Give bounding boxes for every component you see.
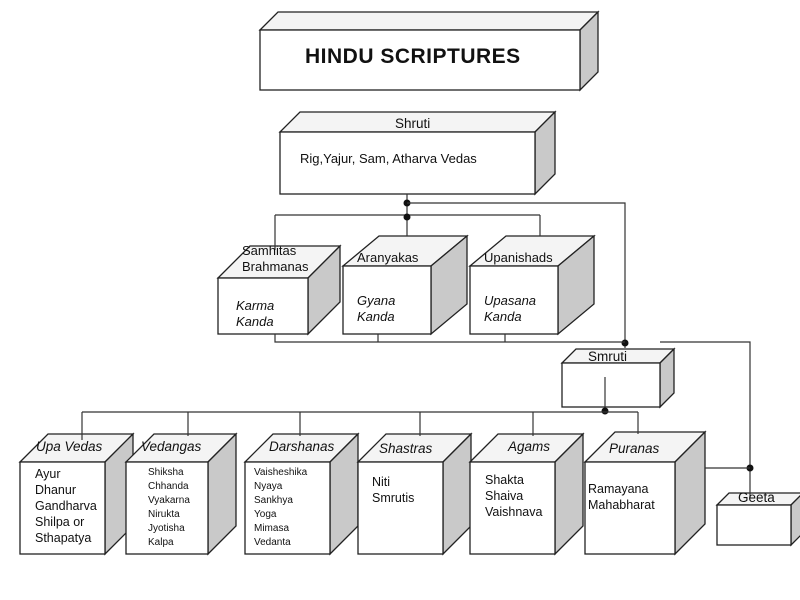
shruti-box-front <box>279 131 536 195</box>
title-box <box>258 10 600 92</box>
list-item: Ramayana <box>588 482 649 496</box>
list-item: Vaishnava <box>485 505 543 519</box>
smruti-box-front <box>561 362 661 408</box>
samhitas-box <box>216 244 342 336</box>
title-label: HINDU SCRIPTURES <box>305 45 521 68</box>
agams-label: Agams <box>508 439 551 454</box>
puranas-label: Puranas <box>609 441 660 456</box>
list-item: Shakta <box>485 473 524 487</box>
list-item: Ayur <box>35 467 61 481</box>
list-item: Mimasa <box>254 523 290 534</box>
agams-box <box>468 432 585 556</box>
list-item: Vaisheshika <box>254 467 308 478</box>
list-item: Vyakarna <box>148 495 190 506</box>
upanishads-box <box>468 234 596 336</box>
shruti-box <box>278 110 557 196</box>
shruti-subtitle: Rig,Yajur, Sam, Atharva Vedas <box>300 151 477 166</box>
shastras-box-front <box>357 461 444 555</box>
agams-box-front <box>469 461 556 555</box>
puranas-box <box>583 430 707 556</box>
list-item: Chhanda <box>148 481 189 492</box>
shruti-label: Shruti <box>395 116 431 131</box>
list-item: Nirukta <box>148 509 180 520</box>
title-box-front <box>259 29 581 91</box>
geeta-label: Geeta <box>738 490 775 505</box>
list-item: Niti <box>372 475 391 489</box>
title-box-top <box>258 11 600 31</box>
list-item: Jyotisha <box>148 523 185 534</box>
list-item: Shaiva <box>485 489 524 503</box>
list-item: Gandharva <box>35 499 97 513</box>
upa-vedas-label: Upa Vedas <box>36 439 103 454</box>
shastras-label: Shastras <box>379 441 433 456</box>
puranas-box-front <box>584 461 676 555</box>
list-item: Shiksha <box>148 467 184 478</box>
list-item: Yoga <box>254 509 277 520</box>
vedangas-label: Vedangas <box>141 439 202 454</box>
list-item: Kalpa <box>148 537 174 548</box>
upa-vedas-box <box>18 432 135 556</box>
vedangas-box-front <box>125 461 209 555</box>
upa-vedas-box-front <box>19 461 106 555</box>
vedangas-box <box>124 432 238 556</box>
shastras-box <box>356 432 473 556</box>
aranyakas-box <box>341 234 469 336</box>
darshanas-box <box>243 432 360 556</box>
list-item: Vedanta <box>254 537 291 548</box>
upanishads-label: Upanishads <box>484 250 553 265</box>
smruti-children-dot <box>601 407 609 415</box>
list-item: Sankhya <box>254 495 293 506</box>
shruti-to-smruti <box>407 202 626 348</box>
geeta-box-front <box>716 504 792 546</box>
smruti-junction-dot <box>621 339 629 347</box>
smruti-label: Smruti <box>588 349 628 364</box>
list-item: Mahabharat <box>588 498 655 512</box>
smruti-box <box>560 347 676 409</box>
boxes-layer <box>18 10 800 556</box>
list-item: Shilpa or <box>35 515 85 529</box>
darshanas-box-front <box>244 461 331 555</box>
samhitas-box-front <box>217 277 309 335</box>
smruti-to-geeta <box>660 341 751 498</box>
aranyakas-box-front <box>342 265 432 335</box>
list-item: Sthapatya <box>35 531 92 545</box>
list-item: Dhanur <box>35 483 76 497</box>
darshanas-label: Darshanas <box>269 439 335 454</box>
shruti-junction-dot-2 <box>403 213 411 221</box>
upanishads-box-front <box>469 265 559 335</box>
connectors-layer <box>81 194 754 498</box>
list-item: Nyaya <box>254 481 283 492</box>
shruti-children-base <box>274 334 625 343</box>
list-item: Smrutis <box>372 491 415 505</box>
geeta-box <box>715 492 800 547</box>
aranyakas-label: Aranyakas <box>357 250 419 265</box>
